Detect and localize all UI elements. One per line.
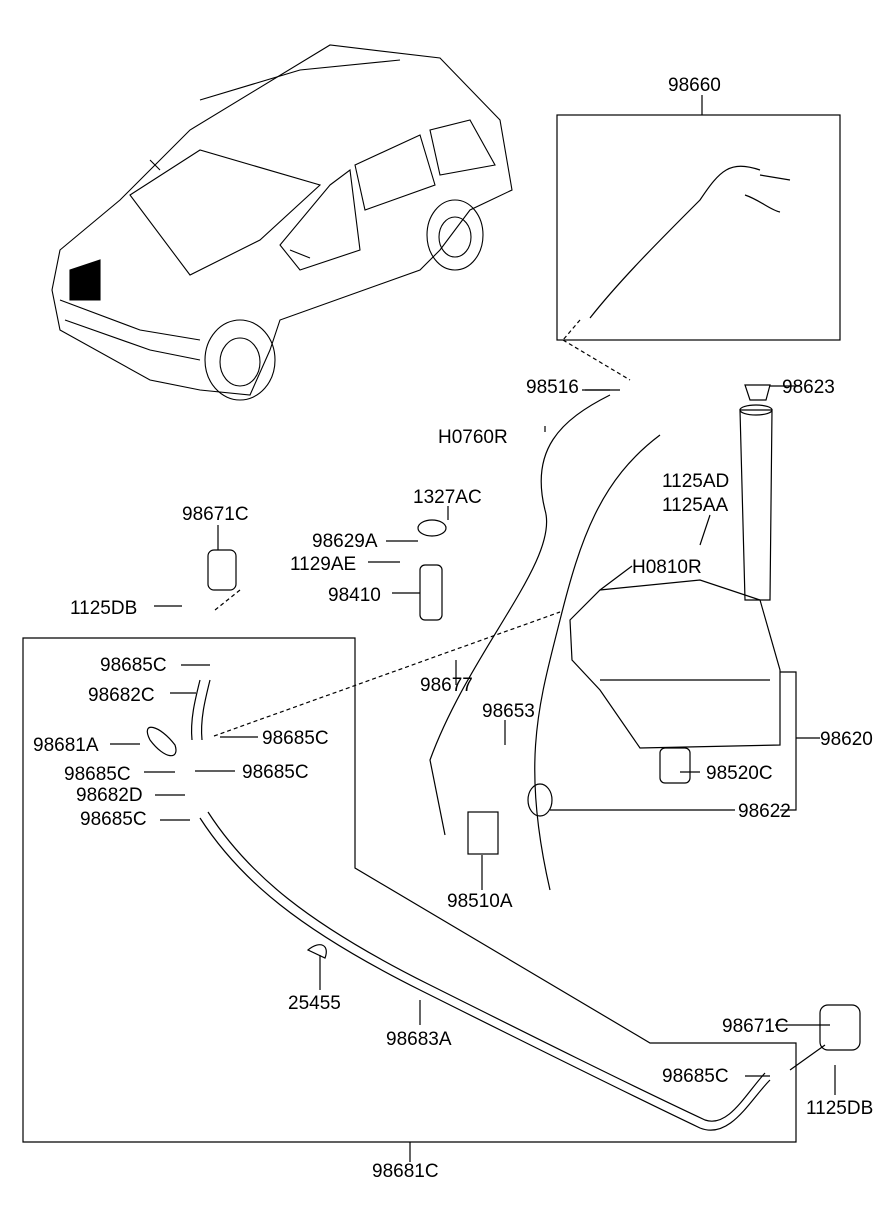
part-number-label[interactable]: 98685C [80,809,147,830]
part-number-label[interactable]: 98623 [782,377,835,398]
washer-motor-98510A [467,811,499,855]
part-number-label[interactable]: 1125DB [806,1098,874,1119]
assembly-box-98660 [556,114,841,341]
part-number-label[interactable]: 98682D [76,785,143,806]
part-number-label[interactable]: 98622 [738,801,791,822]
washer-pump-98410 [419,564,443,621]
part-number-label[interactable]: H0760R [438,427,508,448]
part-number-label[interactable]: 98681C [372,1161,439,1182]
vehicle-illustration [51,44,513,401]
part-number-label[interactable]: 1125AA [662,495,729,516]
part-number-label[interactable]: 98516 [526,377,579,398]
part-number-label[interactable]: 98410 [328,585,381,606]
part-number-label[interactable]: 1125DB [70,598,138,619]
part-number-label[interactable]: 98510A [447,891,513,912]
part-number-label[interactable]: 98685C [100,655,167,676]
part-number-label[interactable]: 98681A [33,735,99,756]
part-number-label[interactable]: 98653 [482,701,535,722]
part-number-label[interactable]: 98620 [820,729,873,750]
part-number-label[interactable]: H0810R [632,557,702,578]
assembly-outline-98681C [22,637,797,1143]
part-number-label[interactable]: 98629A [312,531,378,552]
part-number-label[interactable]: 1327AC [413,487,482,508]
part-number-label[interactable]: 98671C [182,504,249,525]
part-number-label[interactable]: 98683A [386,1029,452,1050]
washer-reservoir [569,384,781,749]
part-number-label[interactable]: 1125AD [662,471,730,492]
part-number-label[interactable]: 98677 [420,675,473,696]
part-number-label[interactable]: 98685C [242,762,309,783]
part-number-label[interactable]: 98685C [662,1066,729,1087]
part-number-label[interactable]: 98682C [88,685,155,706]
part-number-label[interactable]: 98520C [706,763,773,784]
part-number-label[interactable]: 25455 [288,993,341,1014]
part-number-label[interactable]: 98671C [722,1016,789,1037]
part-number-label[interactable]: 98660 [668,75,721,96]
part-number-label[interactable]: 98685C [262,728,329,749]
part-number-label[interactable]: 98685C [64,764,131,785]
part-number-label[interactable]: 1129AE [290,554,357,575]
